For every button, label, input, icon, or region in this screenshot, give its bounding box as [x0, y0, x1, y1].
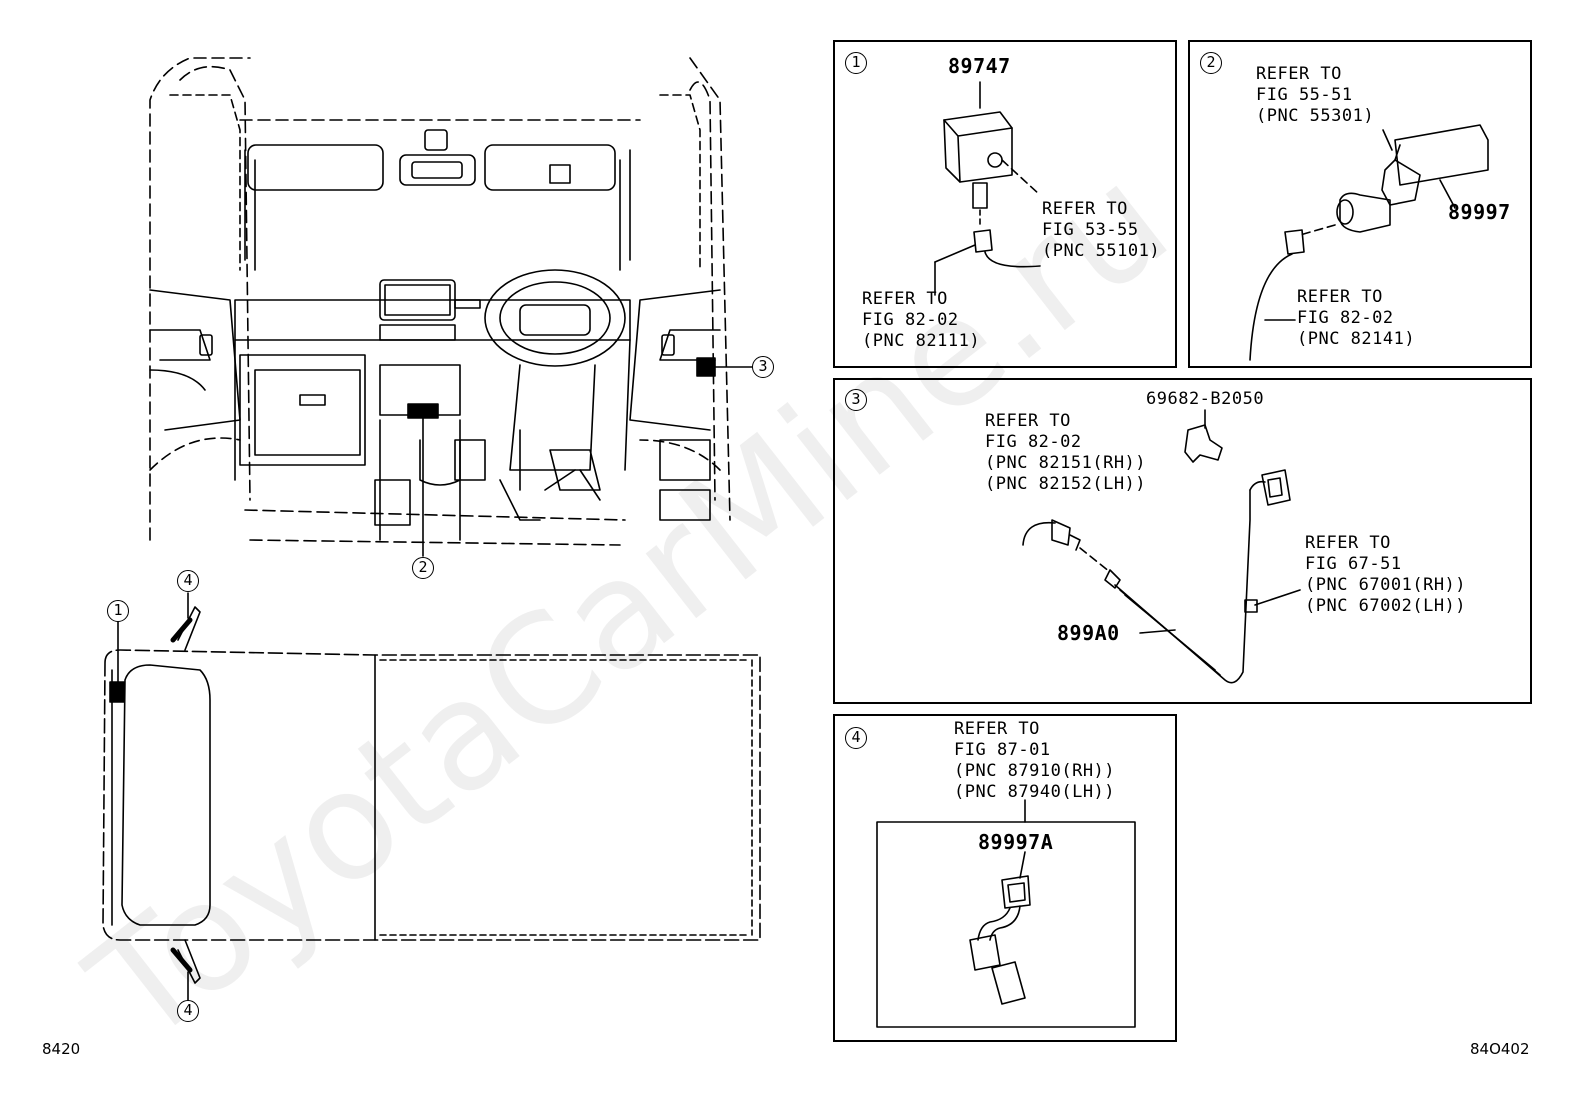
callout-2: 2: [412, 557, 434, 579]
panel-3-number: 3: [845, 389, 867, 411]
panel3-drawing: [1022, 409, 1301, 684]
callout-4-bottom: 4: [177, 1000, 199, 1022]
panel-2-reference-a: REFER TO FIG 55-51 (PNC 55301): [1256, 64, 1375, 126]
cab-interior-illustration: [149, 57, 731, 546]
panel1-drawing: [934, 81, 1041, 296]
part-number-89997a: 89997A: [978, 830, 1054, 854]
panel4-drawing: [876, 799, 1136, 1028]
location-marker-4a: [170, 617, 193, 643]
panel-1-reference-b: REFER TO FIG 82-02 (PNC 82111): [862, 289, 981, 351]
panel-2-number: 2: [1200, 52, 1222, 74]
panel-1-reference-a: REFER TO FIG 53-55 (PNC 55101): [1042, 199, 1161, 261]
panel-2-reference-b: REFER TO FIG 82-02 (PNC 82141): [1297, 287, 1416, 349]
location-marker-4b: [170, 947, 193, 973]
panel-4: [833, 714, 1177, 1042]
callout-1: 1: [107, 600, 129, 622]
panel-3-reference-b: REFER TO FIG 67-51 (PNC 67001(RH)) (PNC …: [1305, 533, 1467, 616]
panel-3-reference-a: REFER TO FIG 82-02 (PNC 82151(RH)) (PNC …: [985, 411, 1147, 494]
panel-4-number: 4: [845, 727, 867, 749]
vehicle-top-view: [102, 606, 761, 984]
panel2-drawing: [1249, 124, 1489, 361]
panel-3: [833, 378, 1532, 704]
panel-2: [1188, 40, 1532, 368]
location-marker-2: [407, 403, 439, 419]
location-marker-1: [109, 681, 125, 703]
callout-3: 3: [752, 356, 774, 378]
clip-number-69682-b2050: 69682-B2050: [1146, 389, 1265, 409]
panel-1: [833, 40, 1177, 368]
location-marker-3: [696, 357, 716, 377]
part-number-899a0: 899A0: [1057, 621, 1120, 645]
part-number-89997: 89997: [1448, 200, 1511, 224]
illustration-code: 8420: [42, 1040, 81, 1058]
part-number-89747: 89747: [948, 54, 1011, 78]
panel-4-reference-a: REFER TO FIG 87-01 (PNC 87910(RH)) (PNC …: [954, 719, 1116, 802]
callout-4-top: 4: [177, 570, 199, 592]
panel-1-number: 1: [845, 52, 867, 74]
figure-code: 84O402: [1470, 1040, 1530, 1058]
